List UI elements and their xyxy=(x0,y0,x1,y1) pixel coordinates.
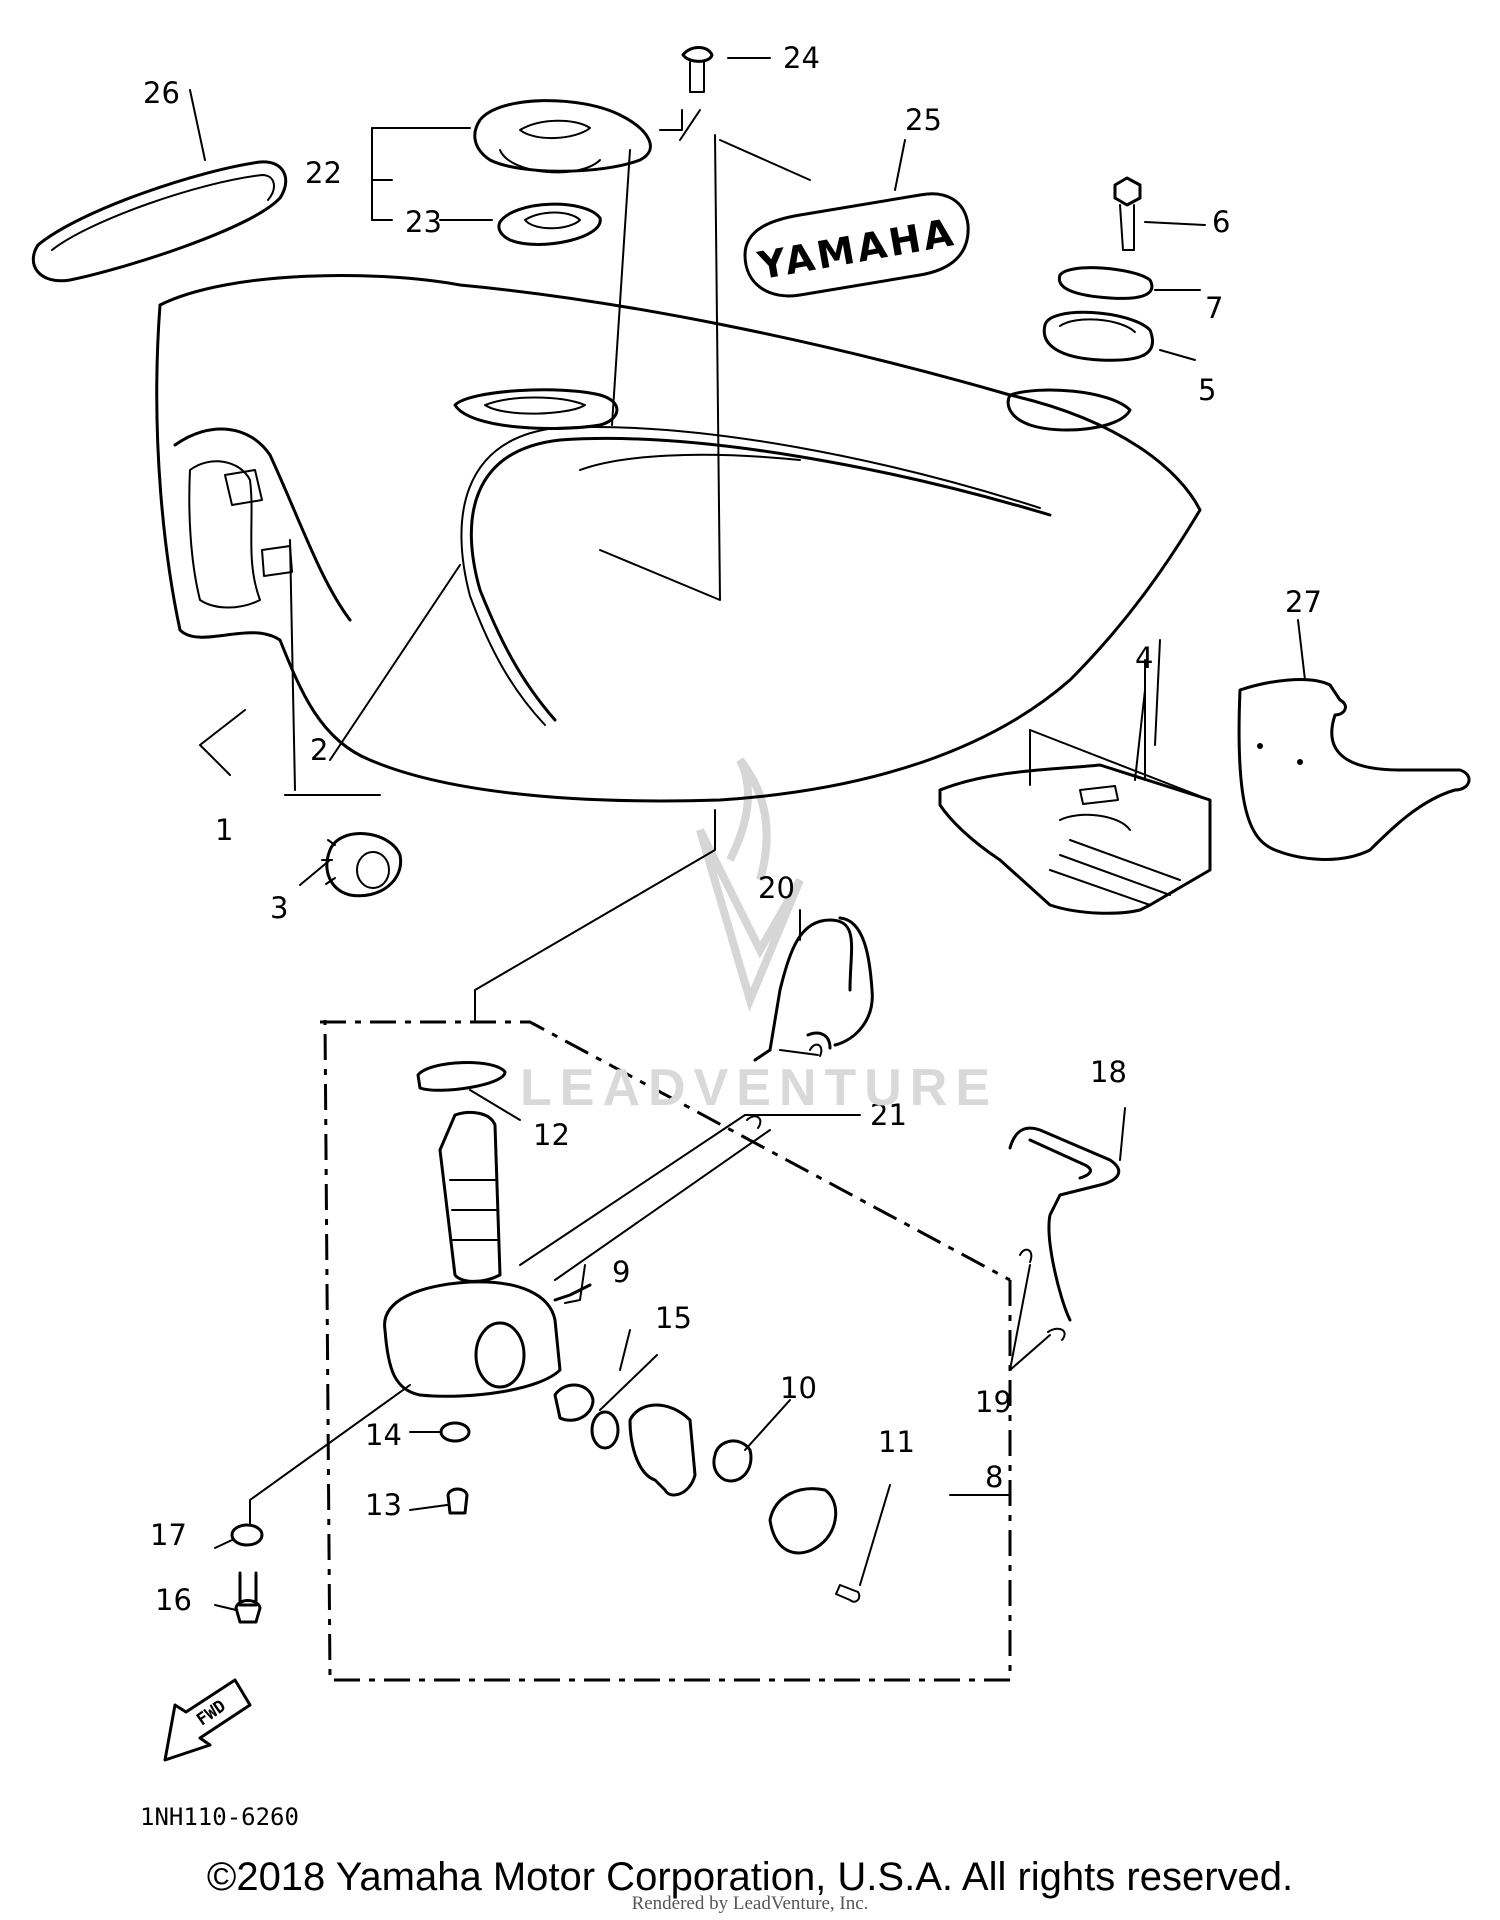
callout-10: 10 xyxy=(780,1371,817,1405)
callout-25: 25 xyxy=(905,103,942,137)
callout-23: 23 xyxy=(405,205,442,239)
callout-26: 26 xyxy=(143,76,180,110)
cap-gasket xyxy=(497,202,602,246)
rendered-by-note: Rendered by LeadVenture, Inc. xyxy=(631,1893,869,1914)
forward-direction-arrow: FWD xyxy=(163,1678,252,1762)
lever-plate xyxy=(553,1383,595,1422)
mount-plate xyxy=(1057,266,1154,300)
screw-13 xyxy=(446,1487,469,1515)
fuel-pipe-upper xyxy=(753,916,874,1062)
cap-bolt xyxy=(681,46,714,93)
filler-cap xyxy=(473,99,652,174)
callout-7: 7 xyxy=(1205,291,1223,325)
callout-9: 9 xyxy=(612,1255,630,1289)
callout-2: 2 xyxy=(310,733,328,767)
tank-emblem: YAMAHA xyxy=(743,192,970,298)
callout-5: 5 xyxy=(1198,373,1216,407)
callout-20: 20 xyxy=(758,871,795,905)
knee-pad xyxy=(31,160,288,283)
callout-labels: 1 2 3 4 5 6 7 8 9 10 11 12 13 14 15 16 1… xyxy=(143,41,1322,1617)
callout-24: 24 xyxy=(783,41,820,75)
lever-screw xyxy=(835,1584,861,1603)
fuel-cock-assembly-box xyxy=(320,1019,1012,1682)
callout-12: 12 xyxy=(533,1118,570,1152)
wave-washer xyxy=(712,1439,753,1483)
hose-clips xyxy=(746,1043,1066,1341)
callout-22: 22 xyxy=(305,156,342,190)
front-mount-bolt xyxy=(1113,176,1142,251)
fuel-cock-lever xyxy=(628,1403,697,1497)
watermark-logo xyxy=(696,757,804,1012)
callout-27: 27 xyxy=(1285,585,1322,619)
copyright-notice: ©2018 Yamaha Motor Corporation, U.S.A. A… xyxy=(206,1855,1294,1899)
o-ring xyxy=(590,1410,620,1450)
fwd-label: FWD xyxy=(193,1696,230,1730)
callout-19: 19 xyxy=(975,1385,1012,1419)
callout-14: 14 xyxy=(365,1418,402,1452)
cover-plate xyxy=(768,1487,838,1555)
callout-13: 13 xyxy=(365,1488,402,1522)
leadventure-watermark: LEADVENTURE xyxy=(520,1059,999,1117)
diagram-part-code: 1NH110-6260 xyxy=(140,1803,299,1831)
callout-17: 17 xyxy=(150,1518,187,1552)
washer-17 xyxy=(230,1523,264,1547)
side-cover xyxy=(1237,678,1471,861)
callout-8: 8 xyxy=(985,1460,1003,1494)
leader-lines xyxy=(189,57,1306,1611)
bolt-16 xyxy=(234,1571,262,1624)
heat-protector xyxy=(938,729,1212,915)
emblem-text: YAMAHA xyxy=(754,210,959,288)
callout-16: 16 xyxy=(155,1583,192,1617)
fuel-tank xyxy=(155,273,1202,803)
o-ring-seal xyxy=(416,1061,507,1092)
washer-14 xyxy=(439,1421,471,1443)
callout-11: 11 xyxy=(878,1425,915,1459)
callout-1: 1 xyxy=(215,813,233,847)
callout-21: 21 xyxy=(870,1098,907,1132)
callout-6: 6 xyxy=(1212,205,1230,239)
callout-3: 3 xyxy=(270,891,288,925)
fuel-pipe-lower xyxy=(1008,1126,1121,1322)
fuel-cock-body xyxy=(383,1111,592,1398)
callout-4: 4 xyxy=(1135,641,1153,675)
grommet xyxy=(321,832,403,898)
callout-18: 18 xyxy=(1090,1055,1127,1089)
callout-15: 15 xyxy=(655,1301,692,1335)
mount-damper xyxy=(1042,310,1154,362)
